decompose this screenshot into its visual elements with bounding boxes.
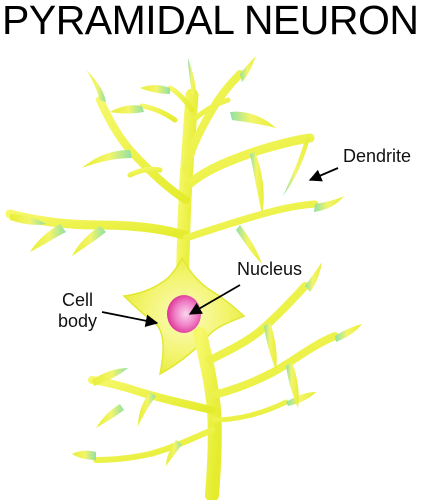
cell-body-label-line2: body — [58, 311, 98, 331]
dendrite-tips-upper — [10, 56, 344, 264]
diagram-title: PYRAMIDAL NEURON — [2, 0, 419, 43]
cell-body-label: Cell body — [58, 290, 97, 332]
dendrite-label: Dendrite — [343, 146, 412, 166]
cell-body-arrow — [101, 311, 159, 327]
nucleus-arrow — [188, 284, 241, 315]
cell-body-label-line1: Cell — [62, 290, 94, 310]
dendrite-tips-lower — [72, 262, 362, 466]
basal-dendrites — [88, 282, 339, 500]
dendrite-arrow — [308, 167, 339, 182]
apical-dendrite — [5, 70, 319, 307]
nucleus-label: Nucleus — [237, 259, 303, 279]
nucleus — [167, 295, 201, 333]
